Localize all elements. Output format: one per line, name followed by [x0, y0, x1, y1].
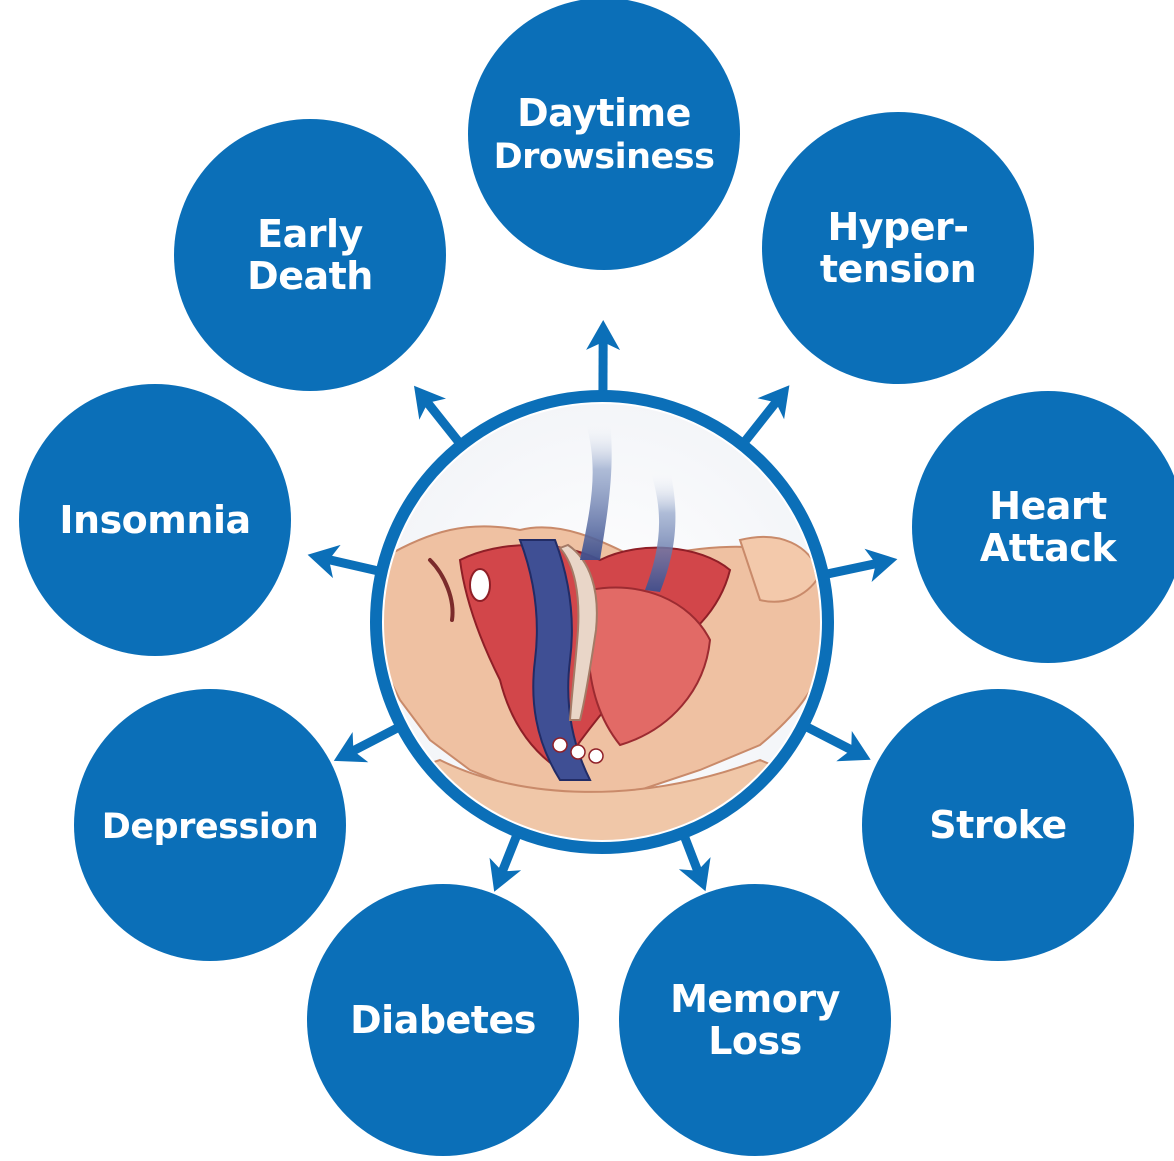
outcome-depression: Depression — [74, 689, 346, 961]
arrow-heart-attack — [827, 562, 882, 574]
outcome-label-line: Stroke — [929, 803, 1066, 847]
outcome-label-line: Early — [257, 212, 363, 256]
outcome-label-line: Memory — [670, 977, 841, 1021]
outcome-insomnia: Insomnia — [19, 384, 291, 656]
outcome-label-line: Diabetes — [350, 998, 536, 1042]
arrow-stroke — [807, 727, 857, 753]
outcome-label-line: Loss — [708, 1019, 802, 1063]
outcome-label-line: Insomnia — [59, 498, 250, 542]
arrow-depression — [348, 728, 398, 754]
outcome-label-line: Daytime — [517, 91, 691, 135]
outcome-label-line: Depression — [102, 807, 318, 847]
center-illustration — [376, 396, 830, 860]
arrow-hypertension — [745, 398, 780, 442]
outcome-label-line: Attack — [980, 526, 1117, 570]
outcome-hypertension: Hyper-tension — [762, 112, 1034, 384]
outcome-label-line: Hyper- — [827, 205, 968, 249]
outcome-circle — [468, 0, 740, 270]
outcome-label-line: Death — [247, 254, 373, 298]
outcome-label-line: tension — [820, 247, 976, 291]
outcome-label-line: Drowsiness — [494, 137, 715, 177]
outcome-label-line: Heart — [989, 484, 1107, 528]
outcome-stroke: Stroke — [862, 689, 1134, 961]
outcome-diabetes: Diabetes — [307, 884, 579, 1156]
arrow-early-death — [424, 398, 459, 442]
arrow-insomnia — [323, 558, 378, 570]
